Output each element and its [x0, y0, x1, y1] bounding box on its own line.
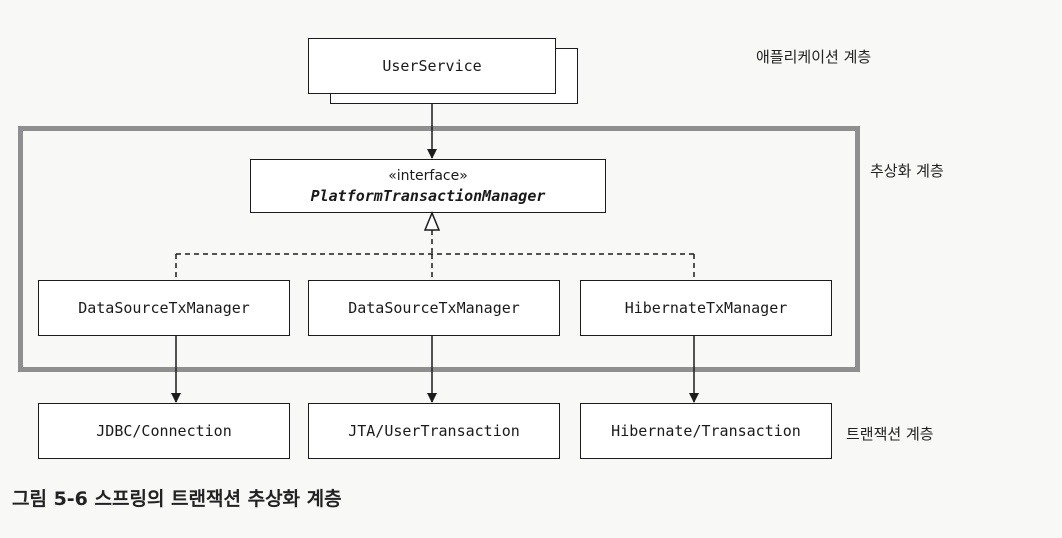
impl-box-datasource-1: DataSourceTxManager [38, 280, 290, 336]
impl-box-hibernate: HibernateTxManager [580, 280, 832, 336]
user-service-box: UserService [308, 38, 556, 94]
realization-triangle [423, 211, 441, 231]
abstraction-layer-frame [18, 126, 860, 372]
abstraction-layer-label: 추상화 계층 [870, 162, 944, 180]
application-layer-label: 애플리케이션 계층 [756, 48, 872, 66]
interface-stereotype: «interface» [388, 168, 468, 184]
impl-box-datasource-2: DataSourceTxManager [308, 280, 560, 336]
transaction-layer-label: 트랜잭션 계층 [846, 425, 934, 443]
interface-name: PlatformTransactionManager [310, 187, 546, 205]
platform-transaction-manager-box: «interface» PlatformTransactionManager [250, 159, 606, 213]
resource-box-hibernate: Hibernate/Transaction [580, 403, 832, 459]
resource-box-jta: JTA/UserTransaction [308, 403, 560, 459]
resource-box-jdbc: JDBC/Connection [38, 403, 290, 459]
figure-caption: 그림 5-6 스프링의 트랜잭션 추상화 계층 [12, 488, 342, 510]
